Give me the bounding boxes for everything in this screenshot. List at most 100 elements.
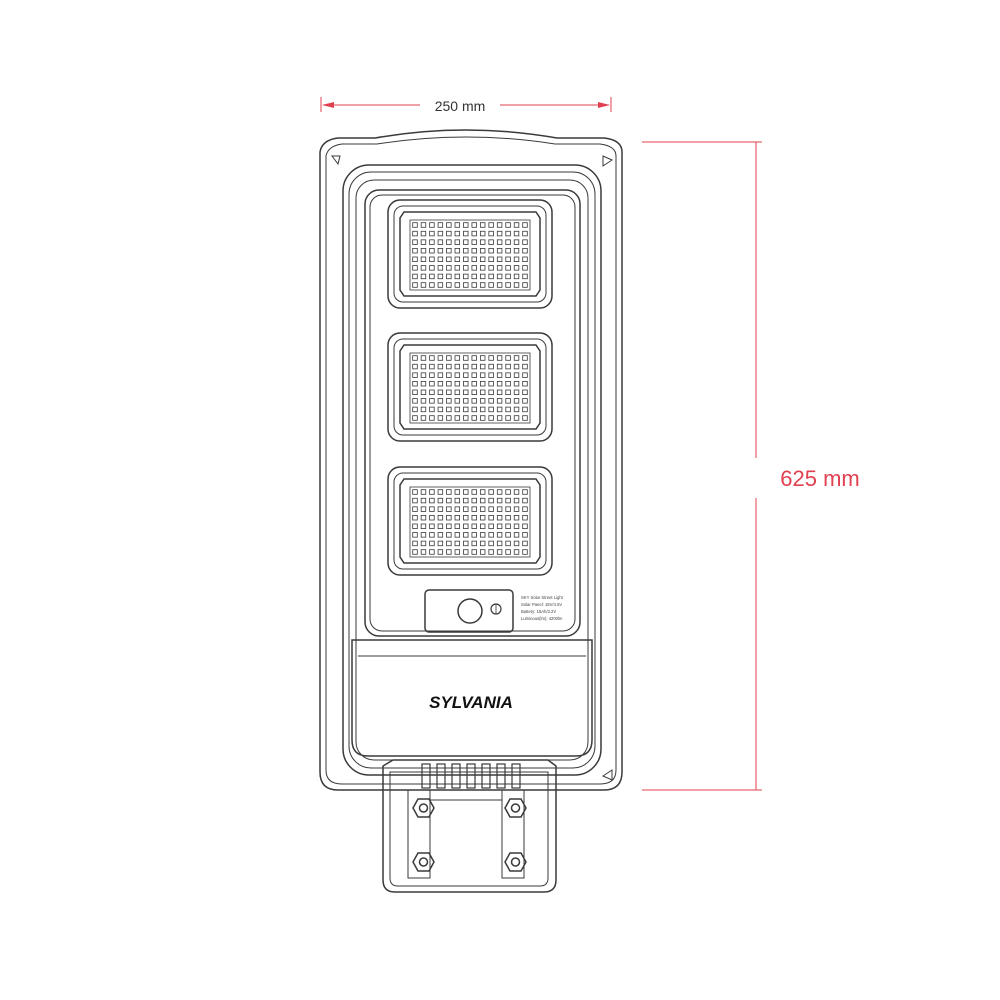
width-dimension [320, 97, 612, 112]
led-chip [513, 540, 520, 547]
led-chip [412, 549, 418, 555]
led-chip [505, 273, 511, 280]
led-chip [420, 355, 427, 361]
led-chip [479, 248, 486, 254]
led-chip [505, 363, 511, 370]
led-chip [420, 282, 427, 288]
led-chip [513, 265, 520, 271]
led-chip [488, 540, 494, 547]
led-chip [496, 549, 503, 555]
led-chip [496, 398, 503, 404]
led-chip [471, 256, 477, 262]
led-chip [505, 222, 511, 228]
led-chip [446, 497, 452, 504]
led-chip [496, 282, 503, 288]
led-chip [496, 230, 503, 237]
led-chip [505, 406, 511, 413]
led-chip [522, 523, 528, 529]
led-chip [454, 222, 461, 228]
led-chip [479, 398, 486, 404]
led-chip [471, 222, 477, 228]
led-chip [446, 256, 452, 262]
led-chip [446, 532, 452, 538]
led-chip [463, 489, 469, 495]
led-chip [429, 372, 435, 378]
bolt-top-right [504, 798, 527, 818]
led-chip [437, 506, 444, 512]
led-chip [437, 248, 444, 254]
led-chip [488, 355, 494, 361]
spec-line: SKY Solar Street Light [521, 595, 564, 600]
led-grid-2 [412, 355, 528, 421]
led-chip [429, 398, 435, 404]
led-chip [420, 506, 427, 512]
led-chip [522, 389, 528, 395]
led-chip [488, 415, 494, 421]
led-chip [463, 497, 469, 504]
led-chip [463, 265, 469, 271]
led-chip [496, 372, 503, 378]
led-chip [463, 230, 469, 237]
led-chip [463, 273, 469, 280]
led-chip [513, 398, 520, 404]
led-chip [454, 282, 461, 288]
led-module-1 [387, 199, 553, 309]
led-chip [513, 282, 520, 288]
led-chip [513, 515, 520, 521]
led-chip [446, 415, 452, 421]
led-chip [437, 540, 444, 547]
led-chip [429, 540, 435, 547]
led-chip [412, 265, 418, 271]
led-chip [488, 381, 494, 387]
led-module-2 [387, 332, 553, 442]
led-chip [471, 523, 477, 529]
led-chip [505, 540, 511, 547]
led-chip [454, 549, 461, 555]
led-chip [522, 222, 528, 228]
led-chip [505, 532, 511, 538]
led-chip [471, 230, 477, 237]
led-chip [488, 523, 494, 529]
led-chip [513, 248, 520, 254]
led-chip [479, 230, 486, 237]
led-chip [446, 355, 452, 361]
led-chip [479, 540, 486, 547]
led-chip [496, 248, 503, 254]
led-chip [463, 549, 469, 555]
led-chip [479, 372, 486, 378]
led-chip [513, 363, 520, 370]
led-chip [479, 265, 486, 271]
led-chip [463, 256, 469, 262]
led-chip [437, 381, 444, 387]
led-chip [420, 230, 427, 237]
led-chip [479, 381, 486, 387]
led-chip [522, 406, 528, 413]
led-chip [471, 363, 477, 370]
led-chip [420, 363, 427, 370]
led-chip [437, 497, 444, 504]
led-chip [496, 265, 503, 271]
led-chip [412, 540, 418, 547]
led-chip [454, 273, 461, 280]
led-chip [471, 515, 477, 521]
led-chip [471, 273, 477, 280]
led-chip [463, 532, 469, 538]
led-chip [522, 230, 528, 237]
led-chip [420, 415, 427, 421]
led-chip [454, 489, 461, 495]
led-chip [446, 549, 452, 555]
led-chip [412, 415, 418, 421]
led-chip [505, 523, 511, 529]
led-chip [463, 515, 469, 521]
led-chip [496, 239, 503, 245]
led-chip [446, 515, 452, 521]
led-chip [479, 355, 486, 361]
led-chip [429, 532, 435, 538]
led-chip [420, 381, 427, 387]
led-chip [496, 363, 503, 370]
led-chip [479, 515, 486, 521]
led-chip [488, 363, 494, 370]
spec-line: Luminous(lm): 4200lm [521, 616, 563, 621]
led-chip [479, 523, 486, 529]
led-chip [437, 515, 444, 521]
